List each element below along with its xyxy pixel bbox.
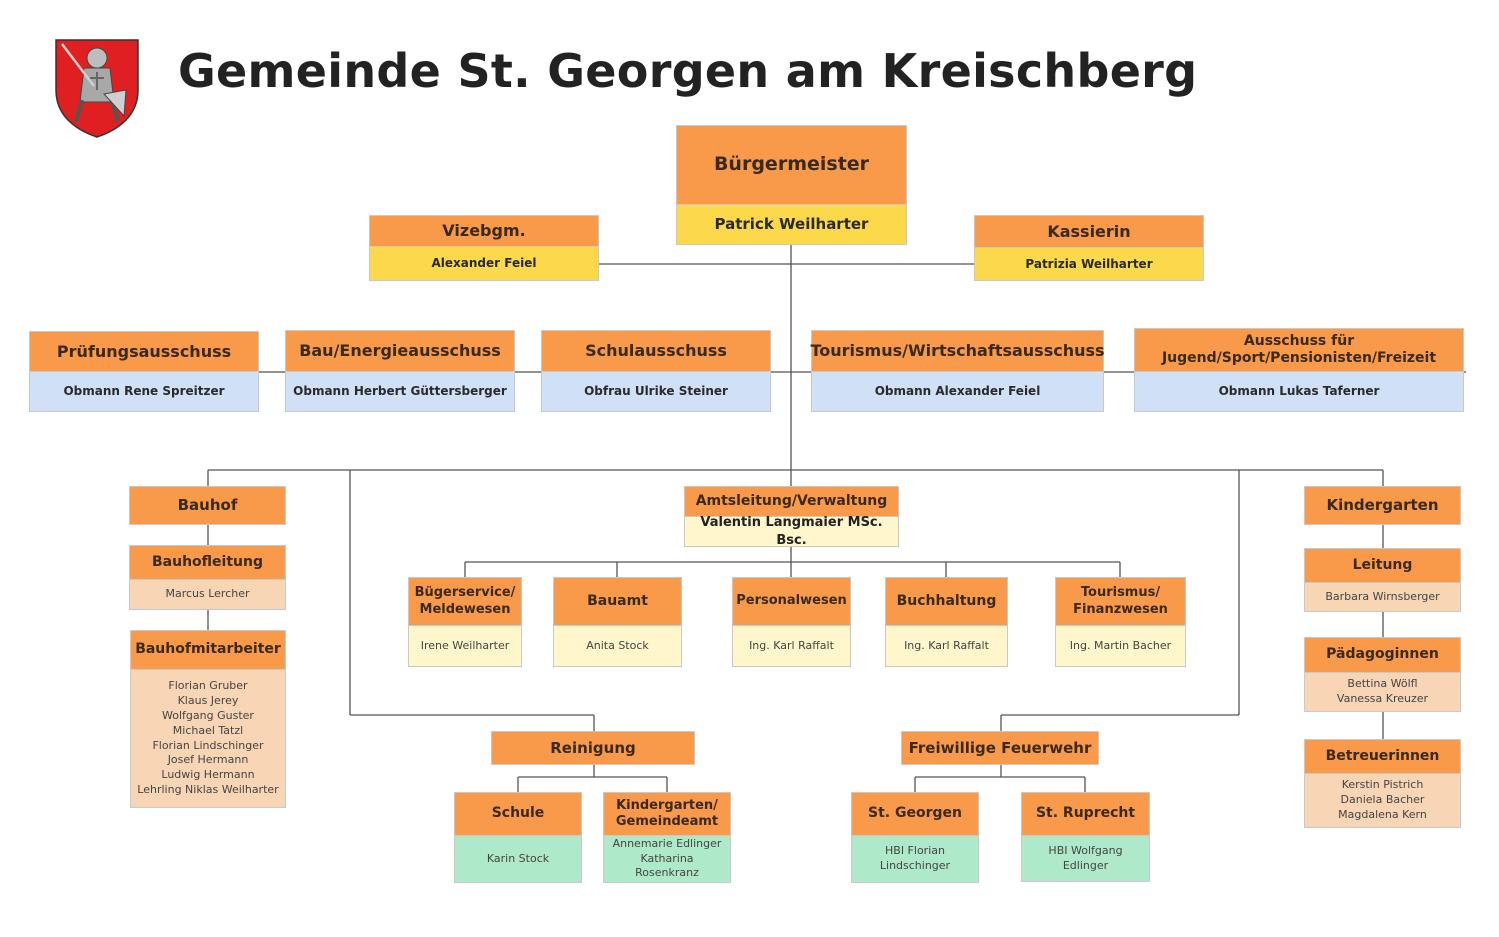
department-box: Tourismus/ Finanzwesen Ing. Martin Bache…: [1055, 577, 1186, 667]
department-name: Anita Stock: [553, 626, 682, 667]
treasurer-box: Kassierin Patrizia Weilharter: [974, 215, 1204, 281]
firebrigade-box: Freiwillige Feuerwehr: [901, 731, 1099, 765]
mayor-role: Bürgermeister: [676, 125, 907, 205]
administration-head-box: Amtsleitung/Verwaltung Valentin Langmaie…: [684, 486, 899, 548]
kindergarten-teachers-box: Pädagoginnen Bettina Wölfl Vanessa Kreuz…: [1304, 637, 1461, 712]
vice-mayor-box: Vizebgm. Alexander Feiel: [369, 215, 599, 281]
coat-of-arms-icon: [55, 39, 139, 138]
kindergarten-lead-role: Leitung: [1304, 548, 1461, 583]
cleaning-school-box: Schule Karin Stock: [454, 792, 582, 883]
department-role: Buchhaltung: [885, 577, 1008, 626]
department-box: Bügerservice/ Meldewesen Irene Weilharte…: [408, 577, 522, 667]
kindergarten-teachers-names: Bettina Wölfl Vanessa Kreuzer: [1304, 673, 1461, 712]
department-role: Tourismus/ Finanzwesen: [1055, 577, 1186, 626]
cleaning-school-role: Schule: [454, 792, 582, 836]
bauhof-title: Bauhof: [129, 486, 286, 525]
department-box: Buchhaltung Ing. Karl Raffalt: [885, 577, 1008, 667]
kindergarten-carers-role: Betreuerinnen: [1304, 739, 1461, 774]
committee-chair: Obmann Alexander Feiel: [811, 372, 1104, 412]
committee-box: Prüfungsausschuss Obmann Rene Spreitzer: [29, 331, 259, 412]
bauhof-staff-role: Bauhofmitarbeiter: [130, 630, 286, 670]
department-name: Irene Weilharter: [408, 626, 522, 667]
kindergarten-lead-name: Barbara Wirnsberger: [1304, 583, 1461, 612]
firebrigade-st-ruprecht-role: St. Ruprecht: [1021, 792, 1150, 836]
firebrigade-st-georgen-role: St. Georgen: [851, 792, 979, 836]
department-name: Ing. Karl Raffalt: [732, 626, 851, 667]
department-role: Bügerservice/ Meldewesen: [408, 577, 522, 626]
bauhof-staff-box: Bauhofmitarbeiter Florian Gruber Klaus J…: [130, 630, 286, 808]
firebrigade-st-georgen-box: St. Georgen HBI Florian Lindschinger: [851, 792, 979, 883]
vice-mayor-name: Alexander Feiel: [369, 247, 599, 281]
cleaning-box: Reinigung: [491, 731, 695, 765]
vice-mayor-role: Vizebgm.: [369, 215, 599, 247]
cleaning-title: Reinigung: [491, 731, 695, 765]
department-role: Personalwesen: [732, 577, 851, 626]
department-box: Personalwesen Ing. Karl Raffalt: [732, 577, 851, 667]
department-box: Bauamt Anita Stock: [553, 577, 682, 667]
committee-chair: Obfrau Ulrike Steiner: [541, 372, 771, 412]
department-name: Ing. Martin Bacher: [1055, 626, 1186, 667]
page-title: Gemeinde St. Georgen am Kreischberg: [178, 44, 1198, 98]
kindergarten-carers-box: Betreuerinnen Kerstin Pistrich Daniela B…: [1304, 739, 1461, 828]
administration-head-name: Valentin Langmaier MSc. Bsc.: [684, 515, 899, 548]
cleaning-kindergarten-box: Kindergarten/ Gemeindeamt Annemarie Edli…: [603, 792, 731, 883]
mayor-name: Patrick Weilharter: [676, 205, 907, 245]
firebrigade-st-georgen-name: HBI Florian Lindschinger: [851, 836, 979, 883]
mayor-box: Bürgermeister Patrick Weilharter: [676, 125, 907, 245]
treasurer-role: Kassierin: [974, 215, 1204, 248]
kindergarten-title: Kindergarten: [1304, 486, 1461, 525]
cleaning-school-name: Karin Stock: [454, 836, 582, 883]
committee-role: Prüfungsausschuss: [29, 331, 259, 372]
bauhof-lead-role: Bauhofleitung: [129, 545, 286, 580]
bauhof-lead-box: Bauhofleitung Marcus Lercher: [129, 545, 286, 610]
firebrigade-st-ruprecht-name: HBI Wolfgang Edlinger: [1021, 836, 1150, 882]
treasurer-name: Patrizia Weilharter: [974, 248, 1204, 281]
department-name: Ing. Karl Raffalt: [885, 626, 1008, 667]
committee-chair: Obmann Rene Spreitzer: [29, 372, 259, 412]
kindergarten-lead-box: Leitung Barbara Wirnsberger: [1304, 548, 1461, 612]
committee-role: Schulausschuss: [541, 330, 771, 372]
firebrigade-title: Freiwillige Feuerwehr: [901, 731, 1099, 765]
committee-chair: Obmann Herbert Güttersberger: [285, 372, 515, 412]
administration-head-role: Amtsleitung/Verwaltung: [684, 486, 899, 517]
cleaning-kindergarten-role: Kindergarten/ Gemeindeamt: [603, 792, 731, 836]
kindergarten-teachers-role: Pädagoginnen: [1304, 637, 1461, 673]
bauhof-lead-name: Marcus Lercher: [129, 580, 286, 610]
committee-box: Tourismus/Wirtschaftsausschuss Obmann Al…: [810, 330, 1105, 412]
department-role: Bauamt: [553, 577, 682, 626]
bauhof-box: Bauhof: [129, 486, 286, 525]
committee-role: Ausschuss für Jugend/Sport/Pensionisten/…: [1134, 328, 1464, 372]
kindergarten-box: Kindergarten: [1304, 486, 1461, 525]
committee-role: Tourismus/Wirtschaftsausschuss: [810, 330, 1105, 372]
cleaning-kindergarten-names: Annemarie Edlinger Katharina Rosenkranz: [603, 836, 731, 883]
committee-role: Bau/Energieausschuss: [285, 330, 515, 372]
committee-chair: Obmann Lukas Taferner: [1134, 372, 1464, 412]
kindergarten-carers-names: Kerstin Pistrich Daniela Bacher Magdalen…: [1304, 774, 1461, 828]
firebrigade-st-ruprecht-box: St. Ruprecht HBI Wolfgang Edlinger: [1021, 792, 1150, 882]
committee-box: Bau/Energieausschuss Obmann Herbert Gütt…: [285, 330, 515, 412]
bauhof-staff-names: Florian Gruber Klaus Jerey Wolfgang Gust…: [130, 670, 286, 808]
committee-box: Schulausschuss Obfrau Ulrike Steiner: [541, 330, 771, 412]
committee-box: Ausschuss für Jugend/Sport/Pensionisten/…: [1134, 328, 1464, 412]
